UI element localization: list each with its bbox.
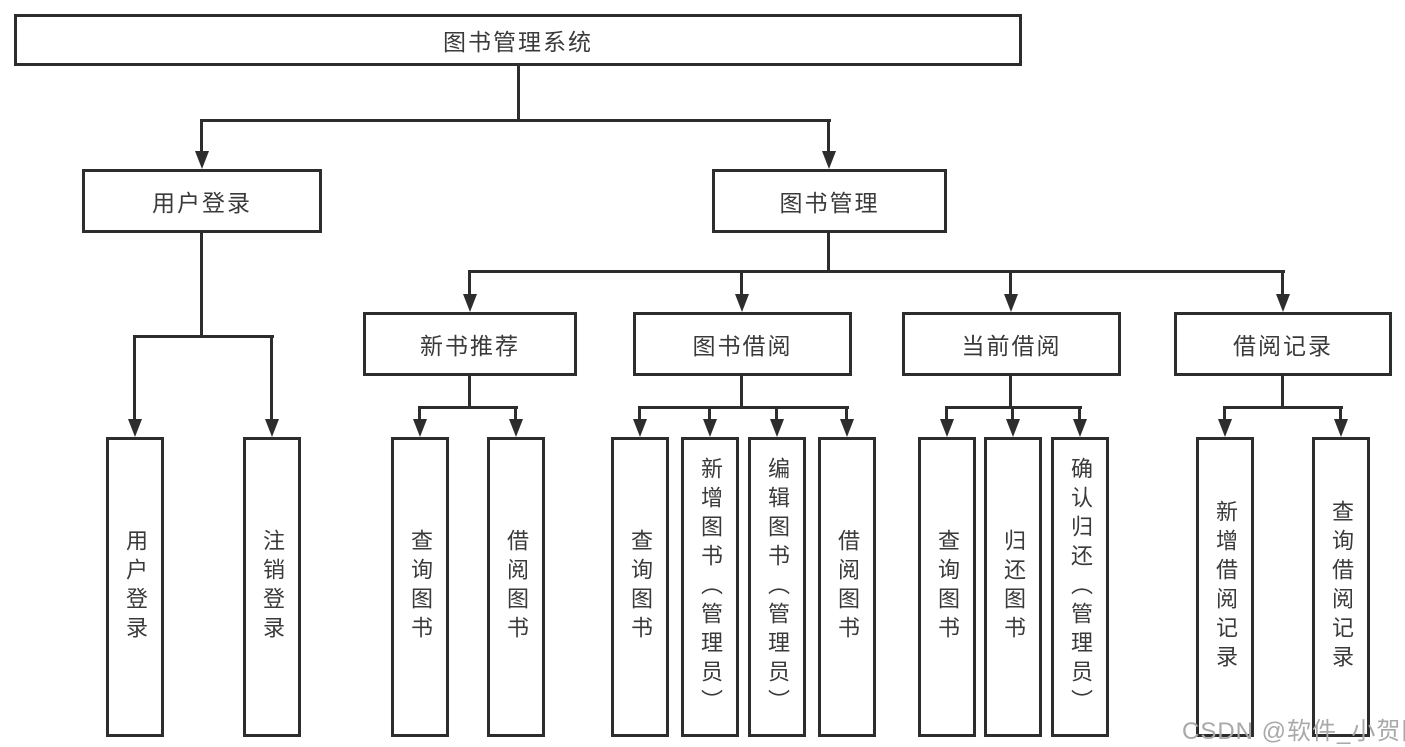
leaf-add-books-admin: 新增图书（管理员）	[681, 437, 739, 737]
connector-vline	[1011, 407, 1014, 419]
connector-vline	[418, 407, 421, 419]
node-library-management-system: 图书管理系统	[14, 14, 1022, 66]
connector-vline	[270, 336, 273, 419]
connector-vline	[133, 336, 136, 419]
arrow-down-icon	[1276, 294, 1290, 312]
connector-vline	[1009, 271, 1012, 294]
connector-vline	[514, 407, 517, 419]
leaf-query-borrow-record: 查询借阅记录	[1312, 437, 1370, 737]
node-label: 借阅记录	[1233, 333, 1333, 359]
csdn-watermark: CSDN @软件_小贺同学	[1182, 718, 1405, 745]
leaf-add-borrow-record: 新增借阅记录	[1196, 437, 1254, 737]
connector-vline	[468, 376, 471, 407]
node-label: 用户登录	[123, 529, 148, 645]
connector-vline	[1078, 407, 1081, 419]
node-label: 新书推荐	[420, 333, 520, 359]
arrow-down-icon	[463, 294, 477, 312]
node-label: 查询图书	[408, 529, 433, 645]
arrow-down-icon	[195, 151, 209, 169]
connector-vline	[638, 407, 641, 419]
node-label: 查询图书	[935, 529, 960, 645]
node-label: 借阅图书	[835, 529, 860, 645]
connector-vline	[1281, 376, 1284, 407]
arrow-down-icon	[840, 419, 854, 437]
leaf-user-login: 用户登录	[106, 437, 164, 737]
node-label: 图书借阅	[692, 333, 793, 359]
connector-hline	[638, 406, 849, 409]
node-label: 注销登录	[260, 529, 285, 645]
connector-vline	[200, 233, 203, 336]
arrow-down-icon	[1073, 419, 1087, 437]
connector-vline	[468, 271, 471, 294]
leaf-borrow-books: 借阅图书	[818, 437, 876, 737]
node-label: 图书管理系统	[443, 29, 593, 55]
leaf-query-books-borrow: 查询图书	[611, 437, 669, 737]
node-user-login: 用户登录	[82, 169, 322, 233]
leaf-edit-books-admin: 编辑图书（管理员）	[748, 437, 806, 737]
connector-vline	[1223, 407, 1226, 419]
arrow-down-icon	[1006, 419, 1020, 437]
arrow-down-icon	[940, 419, 954, 437]
node-label: 确认归还（管理员）	[1068, 456, 1093, 718]
node-label: 查询图书	[628, 529, 653, 645]
connector-hline	[1223, 406, 1343, 409]
arrow-down-icon	[509, 419, 523, 437]
node-book-management: 图书管理	[712, 169, 947, 233]
connector-vline	[708, 407, 711, 419]
arrow-down-icon	[1218, 419, 1232, 437]
arrow-down-icon	[633, 419, 647, 437]
connector-vline	[1339, 407, 1342, 419]
connector-hline	[468, 270, 1285, 273]
node-current-borrowing: 当前借阅	[902, 312, 1121, 376]
arrow-down-icon	[735, 294, 749, 312]
connector-vline	[1281, 271, 1284, 294]
leaf-borrow-books-recommend: 借阅图书	[487, 437, 545, 737]
arrow-down-icon	[413, 419, 427, 437]
arrow-down-icon	[703, 419, 717, 437]
connector-vline	[845, 407, 848, 419]
connector-vline	[827, 233, 830, 271]
connector-hline	[418, 406, 518, 409]
leaf-query-books-recommend: 查询图书	[391, 437, 449, 737]
leaf-return-books: 归还图书	[984, 437, 1042, 737]
node-label: 查询借阅记录	[1329, 500, 1354, 674]
node-book-borrowing: 图书借阅	[633, 312, 852, 376]
connector-hline	[200, 119, 831, 122]
connector-vline	[1009, 376, 1012, 407]
leaf-logout: 注销登录	[243, 437, 301, 737]
arrow-down-icon	[128, 419, 142, 437]
leaf-query-books-current: 查询图书	[918, 437, 976, 737]
node-label: 新增图书（管理员）	[698, 456, 723, 718]
connector-vline	[517, 66, 520, 120]
node-label: 图书管理	[779, 190, 880, 216]
connector-vline	[200, 120, 203, 151]
node-label: 借阅图书	[504, 529, 529, 645]
node-new-book-recommendation: 新书推荐	[363, 312, 577, 376]
connector-vline	[945, 407, 948, 419]
node-label: 归还图书	[1001, 529, 1026, 645]
leaf-confirm-return-admin: 确认归还（管理员）	[1051, 437, 1109, 737]
connector-hline	[133, 335, 274, 338]
node-label: 新增借阅记录	[1213, 500, 1238, 674]
node-label: 当前借阅	[961, 333, 1062, 359]
node-borrowing-records: 借阅记录	[1174, 312, 1392, 376]
arrow-down-icon	[265, 419, 279, 437]
arrow-down-icon	[770, 419, 784, 437]
node-label: 用户登录	[152, 190, 252, 216]
arrow-down-icon	[822, 151, 836, 169]
connector-vline	[740, 376, 743, 407]
arrow-down-icon	[1334, 419, 1348, 437]
arrow-down-icon	[1004, 294, 1018, 312]
connector-vline	[740, 271, 743, 294]
connector-vline	[775, 407, 778, 419]
connector-vline	[827, 120, 830, 151]
node-label: 编辑图书（管理员）	[765, 456, 790, 718]
